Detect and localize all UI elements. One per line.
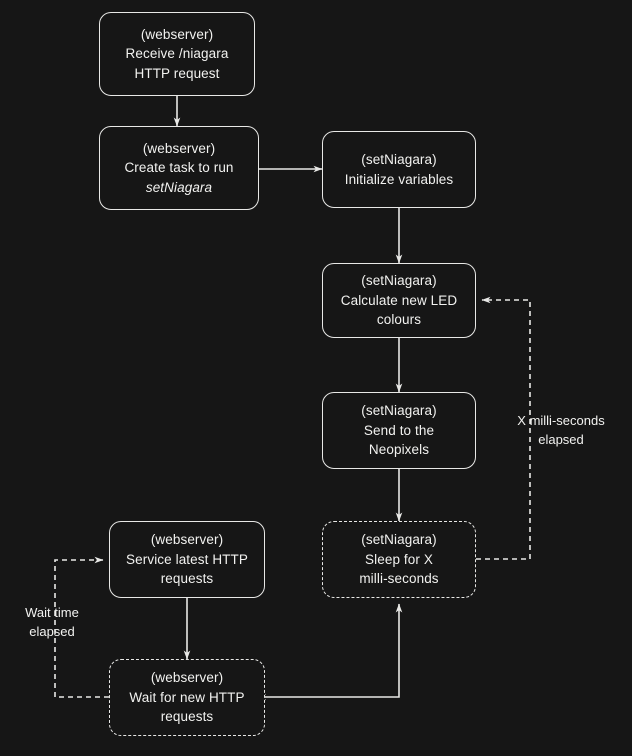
node-text-line: Calculate new LED (340, 292, 458, 308)
node-text-line: Initialize variables (344, 171, 454, 187)
edge-label-line: elapsed (538, 431, 584, 447)
node-text-line: (setNiagara) (361, 403, 437, 419)
node-text-line: requests (160, 571, 214, 587)
node-text-line: (webserver) (140, 26, 214, 42)
edge-label-line: X milli-seconds (517, 413, 605, 428)
edge-label-x-milliseconds-elapsed: X milli-seconds elapsed (492, 412, 630, 450)
node-sleep-milliseconds[interactable]: (setNiagara) Sleep for X milli-seconds (322, 521, 476, 598)
node-initialize-variables[interactable]: (setNiagara) Initialize variables (322, 131, 476, 208)
node-text-line: (setNiagara) (361, 151, 437, 167)
node-text-line: Create task to run (124, 160, 234, 176)
node-text-line: requests (160, 709, 214, 725)
node-text-line: Receive /niagara (125, 46, 229, 62)
node-text-line: (webserver) (150, 532, 224, 548)
node-text-line: Wait for new HTTP (129, 689, 245, 705)
node-text-line: colours (376, 312, 422, 328)
edge-wait-to-sleep (257, 603, 403, 701)
node-text-line: (setNiagara) (361, 273, 437, 289)
node-create-task[interactable]: (webserver) Create task to run setNiagara (99, 126, 259, 210)
edge-sleep-to-calculate-loop (476, 296, 531, 560)
edge-label-line: Wait time (25, 605, 79, 620)
edge-label-wait-time-elapsed: Wait time elapsed (3, 604, 101, 642)
edge-label-line: elapsed (29, 623, 75, 639)
node-service-latest-http-requests[interactable]: (webserver) Service latest HTTP requests (109, 521, 265, 598)
node-text-line: (webserver) (150, 670, 224, 686)
node-text-line: milli-seconds (359, 571, 439, 587)
node-text-line: Sleep for X (365, 551, 433, 567)
node-calculate-led-colours[interactable]: (setNiagara) Calculate new LED colours (322, 263, 476, 338)
node-wait-for-new-http-requests[interactable]: (webserver) Wait for new HTTP requests (109, 659, 265, 736)
node-text-line: Send to the (363, 422, 435, 438)
node-text-line: Service latest HTTP (126, 551, 248, 567)
node-text-line: HTTP request (134, 65, 220, 81)
node-text-line: (webserver) (142, 140, 216, 156)
node-text-line: setNiagara (145, 179, 213, 195)
node-text-line: (setNiagara) (361, 532, 437, 548)
node-text-line: Neopixels (368, 442, 430, 458)
edge-wait-to-service-loop (54, 556, 109, 698)
